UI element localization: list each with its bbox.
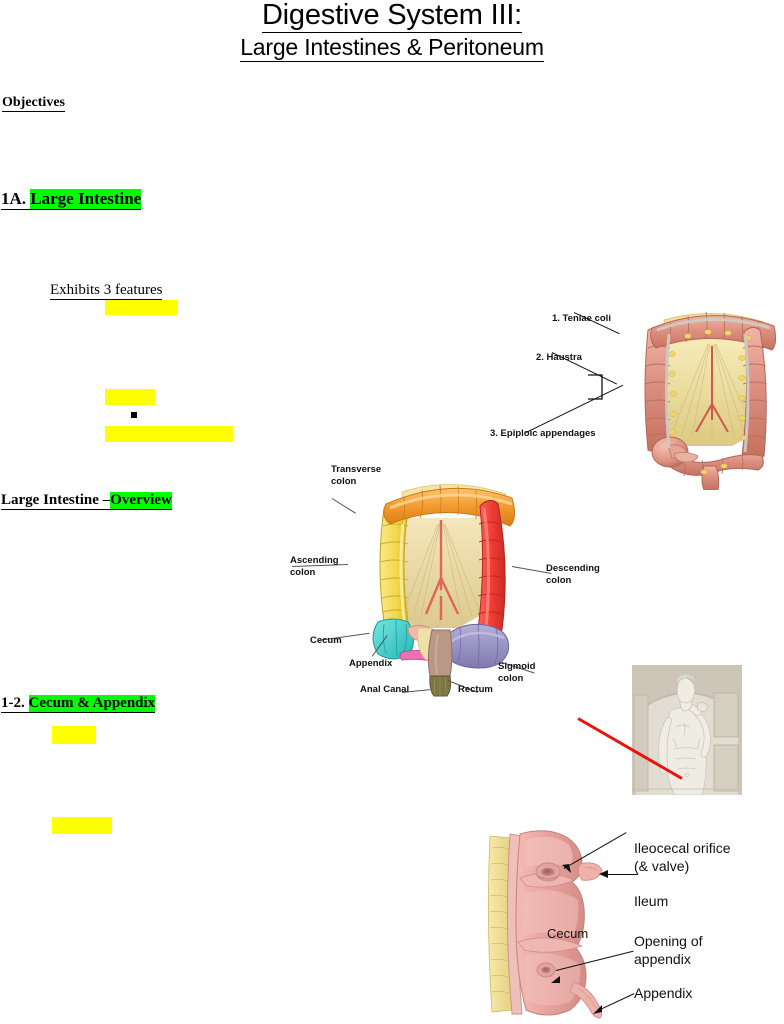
overview-heading: Large Intestine – Overview [1,492,172,510]
label-ileocecal-orifice-line1: Ileocecal orifice [634,840,731,856]
colon-overview-illustration [372,484,516,697]
label-transverse-colon-line2: colon [331,476,357,487]
figure-large-intestine-features [525,300,784,490]
redaction-cecum-1 [52,726,96,744]
page-subtitle: Large Intestines & Peritoneum [0,34,784,62]
label-sigmoid-colon-line1: Sigmoid [498,661,536,672]
transverse-colon-shape [383,484,516,527]
label-ascending-colon-line1: Ascending [290,555,339,566]
appendix-tube-shape [569,981,603,1019]
page-title-text: Digestive System III: [261,0,523,33]
overview-heading-prefix: Large Intestine – [1,492,111,510]
label-opening-of-appendix-line1: Opening of [634,933,703,949]
descending-colon-shape [477,500,506,634]
arrowhead-ileocecal-orifice [562,864,571,873]
section-1-2-number: 1-2. [1,695,25,713]
label-cecum-interior: Cecum [547,926,589,941]
objectives-heading-text: Objectives [2,95,65,112]
exhibits-label: Exhibits 3 features [50,282,163,300]
appendix-opening-shape [536,962,556,978]
objectives-heading: Objectives [2,95,65,112]
section-1a-number: 1A. [1,189,27,210]
label-rectum: Rectum [458,684,493,695]
exhibits-label-text: Exhibits 3 features [50,282,163,300]
label-opening-of-appendix-line2: appendix [634,951,691,967]
rectum-shape [427,629,453,677]
redaction-exhibits-3 [105,426,233,442]
label-ileum: Ileum [634,893,669,909]
arrowhead-appendix [593,1005,602,1014]
label-anal-canal: Anal Canal [360,684,410,695]
ileocecal-orifice-shape [535,862,561,882]
label-descending-colon-line1: Descending [546,563,600,574]
label-sigmoid-colon-line2: colon [498,673,524,684]
label-descending-colon-line2: colon [546,575,572,586]
page-subtitle-text: Large Intestines & Peritoneum [240,34,544,62]
overview-heading-highlight: Overview [110,492,172,510]
figure-david-photo [632,665,742,795]
bullet-square [131,412,137,418]
redaction-exhibits-1 [105,300,177,315]
leader-epiploic-appendages [525,384,624,434]
label-ascending-colon-line2: colon [290,567,316,578]
arrowhead-opening-of-appendix [551,976,560,983]
sigmoid-colon-shape [442,623,510,669]
label-ileocecal-orifice-line2: (& valve) [634,858,690,874]
page-title: Digestive System III: [0,0,784,33]
ileum-stub-shape [577,862,603,881]
label-epiploic-appendages: 3. Epiploic appendages [490,428,596,439]
label-transverse-colon-line1: Transverse [331,464,382,475]
label-teniae-coli: 1. Teniae coli [552,313,611,324]
section-1a-title: Large Intestine [30,189,142,210]
label-haustra: 2. Haustra [536,352,582,363]
large-intestine-features-illustration [644,311,777,490]
ascending-colon-shape [379,504,409,626]
cecum-interior-illustration [488,830,603,1019]
redaction-exhibits-2 [105,389,155,405]
section-1-2-title: Cecum & Appendix [28,695,156,713]
figure-colon-overview [291,470,552,700]
haustra-bracket [588,374,603,400]
section-1a: 1A. Large Intestine [1,189,142,210]
figure-cecum-interior [486,824,638,1020]
label-appendix: Appendix [349,658,393,669]
statue-of-david-image [632,665,742,795]
section-1-2: 1-2. Cecum & Appendix [1,695,156,713]
label-appendix-bottom: Appendix [634,985,693,1001]
label-cecum: Cecum [310,635,342,646]
leader-ileum [606,874,638,876]
redaction-cecum-2 [52,817,112,834]
arrowhead-ileum [599,870,608,878]
